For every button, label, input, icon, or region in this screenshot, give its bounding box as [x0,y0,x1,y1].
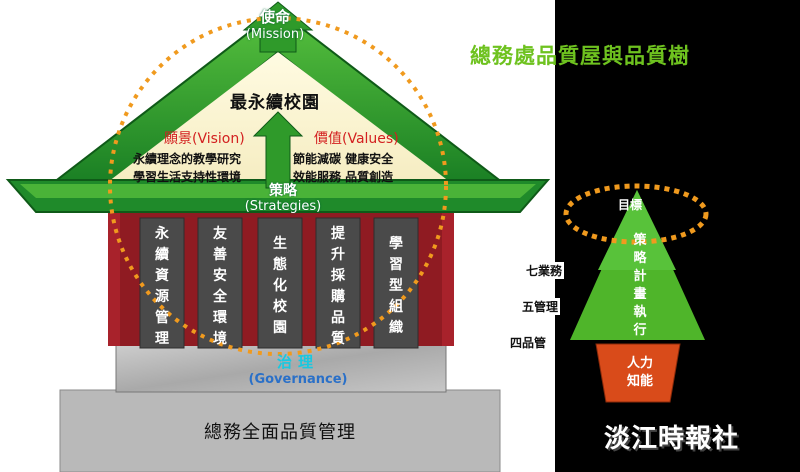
mission-label: 使命 (Mission) [230,8,320,44]
tree-top-label: 目標 [618,198,643,212]
tree-center-char: 執 [633,305,647,320]
tree-center-label: 策 略 計 畫 執 行 [625,232,655,340]
tree-trunk-label: 人力 知能 [600,355,680,391]
mission-arrow [242,1,314,53]
tree-trunk-line-2: 知能 [626,374,653,389]
vision-line-1: 永續理念的教學研究 [133,152,242,166]
diagram-title: 總務處品質屋與品質樹 [470,44,690,68]
vision-line-2: 學習生活支持性環境 [133,170,242,184]
strategies-label: 策略 (Strategies) [228,183,338,215]
governance-en: (Governance) [248,372,348,387]
tree-left-label-3: 四品管 [508,334,549,351]
tree-left-label-2: 五管理 [520,298,561,315]
tree-dashed-oval [563,183,709,245]
pillar-1-label: 永續資源管理 [155,226,169,347]
pillar-4-label: 提升採購品質 [331,226,345,347]
vision-heading: 願景(Vision) [164,131,245,147]
governance-band [115,341,447,393]
pillar-2 [197,217,243,349]
strategies-zh: 策略 [269,183,297,199]
mission-en: (Mission) [245,27,305,42]
values-heading: 價值(Values) [314,131,399,147]
tree-left-label-1: 七業務 [524,262,565,279]
tree-center-char: 策 [633,233,647,248]
values-line-1: 節能減碳 健康安全 [293,152,394,166]
governance-label: 治理 (Governance) [238,354,358,388]
values-line-2: 效能服務 品質創造 [293,170,394,184]
focus-circle [108,16,448,356]
tree-center-char: 略 [633,251,647,266]
pillar-3-label: 生態化校園 [273,236,287,336]
foundation-block [59,389,501,472]
foundation-label: 總務全面品質管理 [204,422,356,443]
pillar-5 [373,217,419,349]
strategy-arrow [252,111,304,189]
vision-text: 永續理念的教學研究 學習生活支持性環境 [133,150,241,186]
watermark-text: 淡江時報社 [604,424,740,454]
strategies-en: (Strategies) [244,199,322,214]
tree-center-char: 行 [633,323,647,338]
mission-zh: 使命 [259,8,290,26]
pillar-4 [315,217,361,349]
tree-trunk-line-1: 人力 [626,356,653,371]
tree-center-char: 畫 [633,287,647,302]
pillar-3 [257,217,303,349]
governance-zh: 治理 [276,353,319,371]
values-text: 節能減碳 健康安全 效能服務 品質創造 [293,150,393,186]
pillar-5-label: 學習型組織 [389,236,403,336]
tree-center-char: 計 [633,269,647,284]
roof-title: 最永續校園 [230,93,320,113]
pillar-1 [139,217,185,349]
pillar-2-label: 友善安全環境 [213,226,227,347]
tree-trunk [595,343,681,403]
